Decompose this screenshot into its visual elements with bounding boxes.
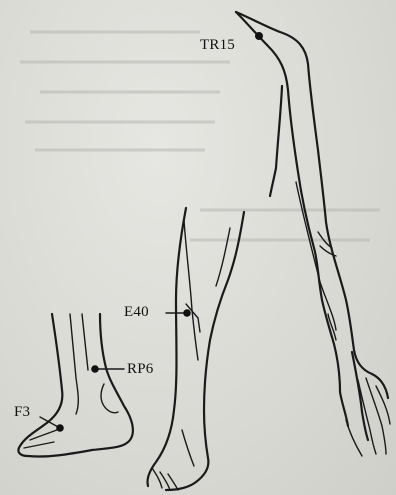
arm-drawing bbox=[236, 12, 390, 456]
label-e40: E40 bbox=[124, 304, 149, 321]
point-tr15-marker bbox=[255, 32, 263, 40]
lower-leg-drawing bbox=[147, 208, 244, 490]
point-e40-marker bbox=[183, 309, 191, 317]
point-rp6-marker bbox=[91, 365, 99, 373]
foot-drawing bbox=[18, 314, 132, 457]
point-f3-marker bbox=[56, 424, 64, 432]
label-tr15: TR15 bbox=[200, 37, 235, 54]
label-rp6: RP6 bbox=[127, 361, 153, 378]
label-f3: F3 bbox=[14, 404, 30, 421]
background-bleed-through bbox=[20, 32, 380, 240]
